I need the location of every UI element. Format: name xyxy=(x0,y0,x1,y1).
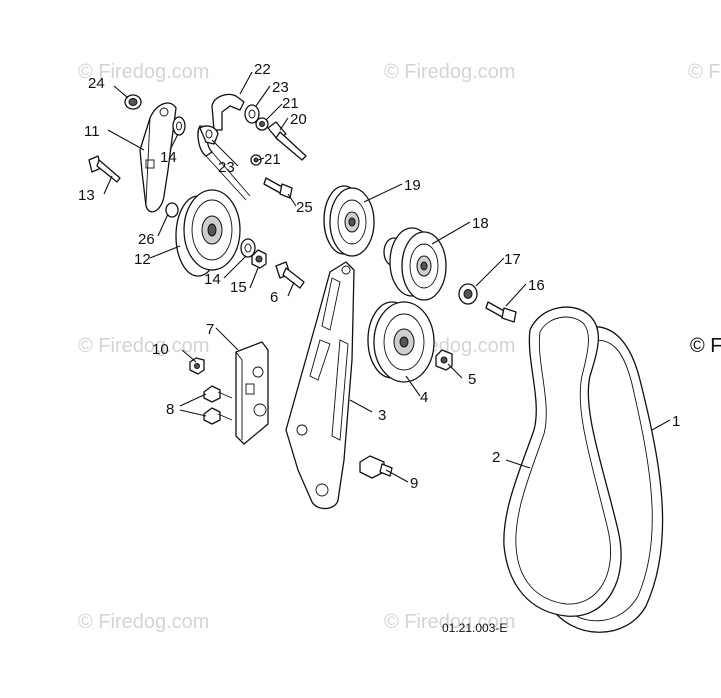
nut-part-21-upper xyxy=(255,117,269,131)
callout-13: 13 xyxy=(78,187,95,204)
callout-23-lower: 23 xyxy=(218,159,235,176)
watermark-bottom-left: © Firedog.com xyxy=(78,611,209,633)
washer-part-14-lower xyxy=(240,238,256,258)
spring-link-part-22 xyxy=(197,93,251,201)
belt-part-2 xyxy=(503,306,622,617)
nut-part-5 xyxy=(435,349,453,371)
washer-part-14-upper xyxy=(172,116,186,136)
watermark-top-right: © F xyxy=(688,61,721,83)
callout-2: 2 xyxy=(492,449,500,466)
callout-11: 11 xyxy=(84,123,100,140)
callout-1: 1 xyxy=(672,413,680,430)
bolt-part-13 xyxy=(88,155,121,183)
bracket-plate-part-7 xyxy=(235,341,269,445)
watermark-top-center: © Firedog.com xyxy=(384,61,515,83)
callout-6: 6 xyxy=(270,289,278,306)
callout-18: 18 xyxy=(472,215,489,232)
callout-9: 9 xyxy=(410,475,418,492)
watermarks: © Firedog.com © Firedog.com © F © Firedo… xyxy=(78,61,721,633)
callout-8: 8 xyxy=(166,401,174,418)
callout-22: 22 xyxy=(254,61,271,78)
washer-part-17 xyxy=(458,283,478,305)
callout-19: 19 xyxy=(404,177,421,194)
callout-labels: 24 11 13 14 26 12 14 15 22 23 21 20 23 2… xyxy=(78,61,680,492)
callout-17: 17 xyxy=(504,251,521,268)
pin-part-20 xyxy=(267,121,307,161)
spring-clip-part-23-upper xyxy=(244,104,260,124)
callout-16: 16 xyxy=(528,277,545,294)
bolts-part-8 xyxy=(203,385,233,425)
pulley-part-19 xyxy=(323,185,375,257)
washer-part-24 xyxy=(124,94,142,110)
callout-23-upper: 23 xyxy=(272,79,289,96)
watermark-top-left: © Firedog.com xyxy=(78,61,209,83)
pulley-part-12 xyxy=(175,189,241,277)
callout-24: 24 xyxy=(88,75,105,92)
callout-21-lower: 21 xyxy=(264,151,281,168)
watermark-bottom-center: © Firedog.com xyxy=(384,611,515,633)
callout-10: 10 xyxy=(152,341,169,358)
bolt-part-9 xyxy=(359,455,393,479)
pulley-part-4 xyxy=(367,301,435,383)
nut-part-10 xyxy=(189,357,205,375)
spacer-part-26 xyxy=(165,202,179,218)
watermark-mid-left: © Firedog.com xyxy=(78,335,209,357)
drawing-code: 01.21.003-E xyxy=(442,621,507,635)
callout-25: 25 xyxy=(296,199,313,216)
callout-3: 3 xyxy=(378,407,386,424)
callout-12: 12 xyxy=(134,251,151,268)
callout-15: 15 xyxy=(230,279,247,296)
callout-21-upper: 21 xyxy=(282,95,299,112)
watermark-mid-right: © F xyxy=(690,335,721,357)
callout-5: 5 xyxy=(468,371,476,388)
callout-7: 7 xyxy=(206,321,214,338)
bracket-arm-part-11 xyxy=(139,102,177,213)
callout-14-upper: 14 xyxy=(160,149,177,166)
callout-14-lower: 14 xyxy=(204,271,221,288)
tension-arm-part-3 xyxy=(285,261,355,510)
nut-part-15 xyxy=(251,249,267,269)
pin-part-25 xyxy=(263,177,293,199)
nut-part-21-lower xyxy=(250,154,262,166)
callout-20: 20 xyxy=(290,111,307,128)
bolt-part-6 xyxy=(275,261,305,289)
bolt-part-16 xyxy=(485,301,517,323)
leader-lines xyxy=(103,71,671,483)
callout-26: 26 xyxy=(138,231,155,248)
callout-4: 4 xyxy=(420,389,428,406)
pulley-part-18 xyxy=(383,227,447,301)
